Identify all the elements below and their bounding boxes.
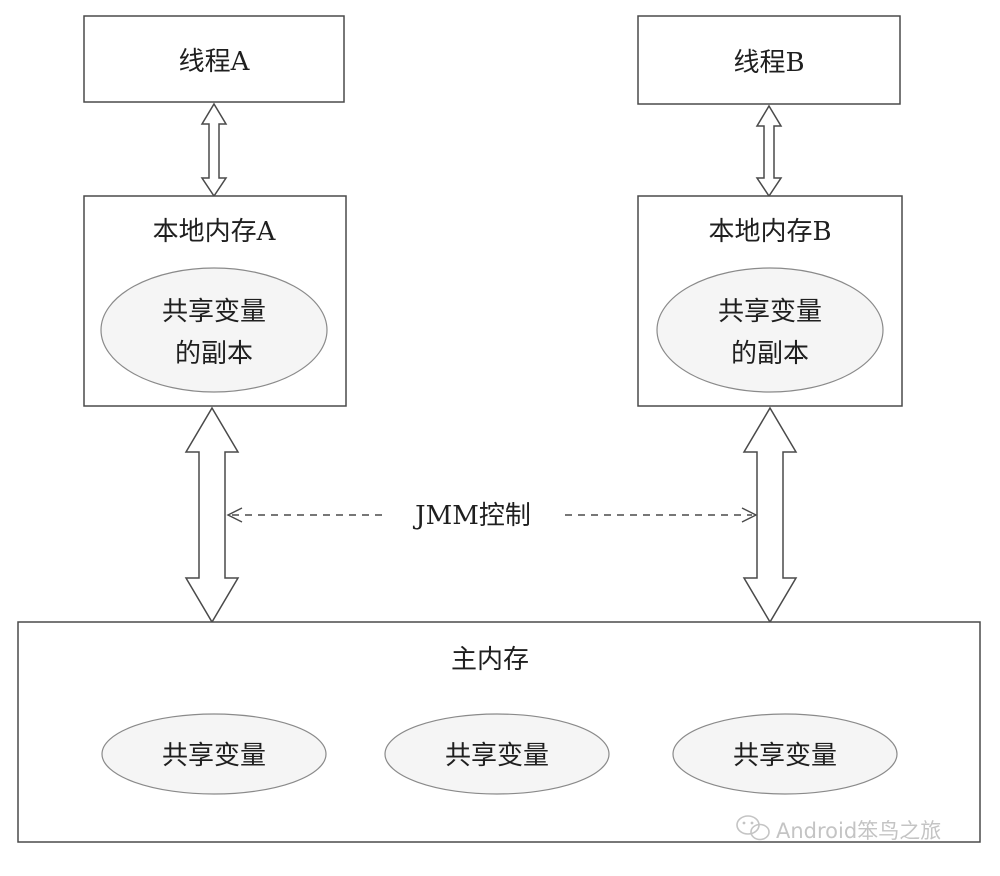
local-memory-b-label: 本地内存B (708, 217, 831, 247)
watermark-text: Android笨鸟之旅 (776, 819, 941, 843)
main-memory-label: 主内存 (451, 645, 529, 675)
local-copy-a-line1: 共享变量 (162, 297, 266, 327)
watermark: Android笨鸟之旅 (736, 815, 941, 843)
shared-variable-1: 共享变量 (162, 741, 266, 771)
wechat-icon (736, 815, 770, 841)
thread-a-node: 线程A (83, 15, 345, 103)
local-copy-b-ellipse (656, 267, 884, 393)
main-memory-node: 主内存 共享变量 共享变量 共享变量 (17, 621, 981, 843)
thread-a-label: 线程A (179, 47, 251, 77)
local-copy-a-line2: 的副本 (175, 339, 253, 369)
local-memory-a-node: 本地内存A 共享变量 的副本 (83, 195, 347, 407)
local-memory-b-node: 本地内存B 共享变量 的副本 (637, 195, 903, 407)
shared-variable-3-ellipse (672, 713, 898, 795)
jmm-arrowhead-left (226, 507, 243, 523)
jmm-control-connector: JMM控制 (226, 501, 758, 531)
local-copy-a-ellipse (100, 267, 328, 393)
jmm-control-label: JMM控制 (412, 501, 531, 531)
thread-b-local-arrow (755, 104, 783, 198)
shared-variable-1-ellipse (101, 713, 327, 795)
local-memory-a-label: 本地内存A (153, 217, 277, 247)
shared-variable-2-ellipse (384, 713, 610, 795)
thread-b-node: 线程B (637, 15, 901, 105)
thread-b-box (637, 15, 901, 105)
thread-b-label: 线程B (733, 48, 804, 78)
shared-variable-2: 共享变量 (445, 741, 549, 771)
local-copy-b-line1: 共享变量 (718, 297, 822, 327)
thread-a-box (83, 15, 345, 103)
local-copy-b-line2: 的副本 (731, 339, 809, 369)
shared-variable-3: 共享变量 (733, 741, 837, 771)
jmm-arrowhead-right (741, 507, 758, 523)
local-a-main-arrow (184, 406, 240, 624)
thread-a-local-arrow (200, 102, 228, 198)
